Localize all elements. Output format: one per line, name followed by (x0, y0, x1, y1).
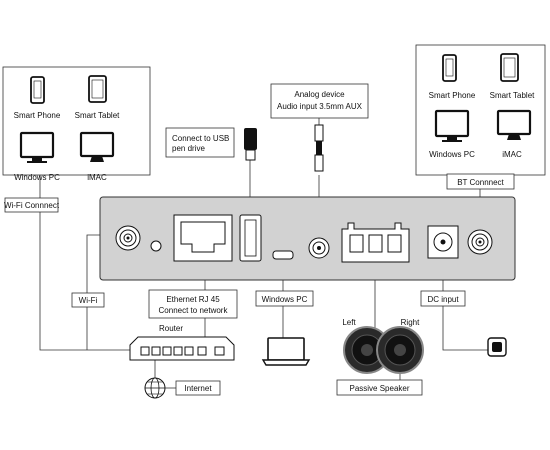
wifi-connect-label: Wi-Fi Connnect (4, 201, 60, 210)
micro-usb-port-icon (272, 250, 294, 260)
right-speaker-label: Right (401, 318, 420, 327)
monitor-icon (434, 109, 470, 142)
smartphone-icon (30, 76, 45, 104)
internet-label: Internet (184, 384, 212, 393)
left-smart-tablet-label: Smart Tablet (75, 111, 121, 120)
indicator-led (150, 240, 162, 252)
left-speaker-icon (343, 326, 391, 374)
ethernet-label-line1: Ethernet RJ 45 (166, 295, 220, 304)
laptop-icon (261, 337, 311, 366)
left-windows-pc-label: Windows PC (14, 173, 60, 182)
right-speaker-icon (376, 326, 424, 374)
right-imac-label: iMAC (502, 150, 522, 159)
usb-port-icon (239, 214, 262, 262)
wifi-antenna-connector-icon (115, 225, 141, 251)
analog-label-line1: Analog device (294, 90, 345, 99)
router-icon (129, 336, 235, 361)
dc-input-label: DC input (427, 295, 459, 304)
usb-label-line2: pen drive (172, 144, 205, 153)
ethernet-port-icon (173, 214, 233, 262)
monitor-icon (19, 131, 55, 163)
windows-pc-box (255, 290, 314, 307)
right-device-panel: Smart Phone Smart Tablet Windows PC iMAC (415, 44, 546, 176)
right-smart-tablet-label: Smart Tablet (490, 91, 536, 100)
wifi-connect-box (4, 197, 59, 213)
usb-label-line1: Connect to USB (172, 134, 229, 143)
tablet-icon (500, 53, 519, 82)
router-label: Router (159, 324, 183, 333)
ethernet-box (148, 289, 238, 319)
left-speaker-label: Left (342, 318, 356, 327)
passive-speaker-label: Passive Speaker (349, 384, 409, 393)
windows-pc-label: Windows PC (262, 295, 308, 304)
smartphone-icon (442, 54, 457, 82)
left-smart-phone-label: Smart Phone (14, 111, 61, 120)
wifi-label: Wi-Fi (79, 296, 98, 305)
right-smart-phone-label: Smart Phone (429, 91, 476, 100)
bt-antenna-connector-icon (467, 229, 493, 255)
internet-box (175, 380, 221, 396)
right-windows-pc-label: Windows PC (429, 150, 475, 159)
power-adapter-icon (487, 337, 507, 357)
usb-pen-drive-icon (244, 128, 257, 161)
globe-icon (144, 377, 166, 399)
analog-label-line2: Audio input 3.5mm AUX (277, 102, 363, 111)
dc-input-box (420, 290, 466, 307)
passive-speaker-box (336, 379, 423, 396)
speaker-terminal-icon (341, 222, 410, 263)
left-imac-label: iMAC (87, 173, 107, 182)
imac-icon (496, 109, 532, 140)
aux-cable-icon (314, 124, 324, 172)
analog-label-box (270, 83, 369, 119)
dc-jack-icon (427, 225, 459, 259)
usb-label-box (165, 127, 235, 158)
bt-connect-label: BT Connnect (457, 178, 504, 187)
aux-jack-icon (308, 237, 330, 259)
tablet-icon (88, 75, 107, 103)
wifi-box (71, 292, 105, 308)
imac-icon (79, 131, 115, 162)
ethernet-label-line2: Connect to network (159, 306, 229, 315)
left-device-panel: Smart Phone Smart Tablet Windows PC iMAC (2, 66, 151, 182)
bt-connect-box (446, 173, 515, 190)
